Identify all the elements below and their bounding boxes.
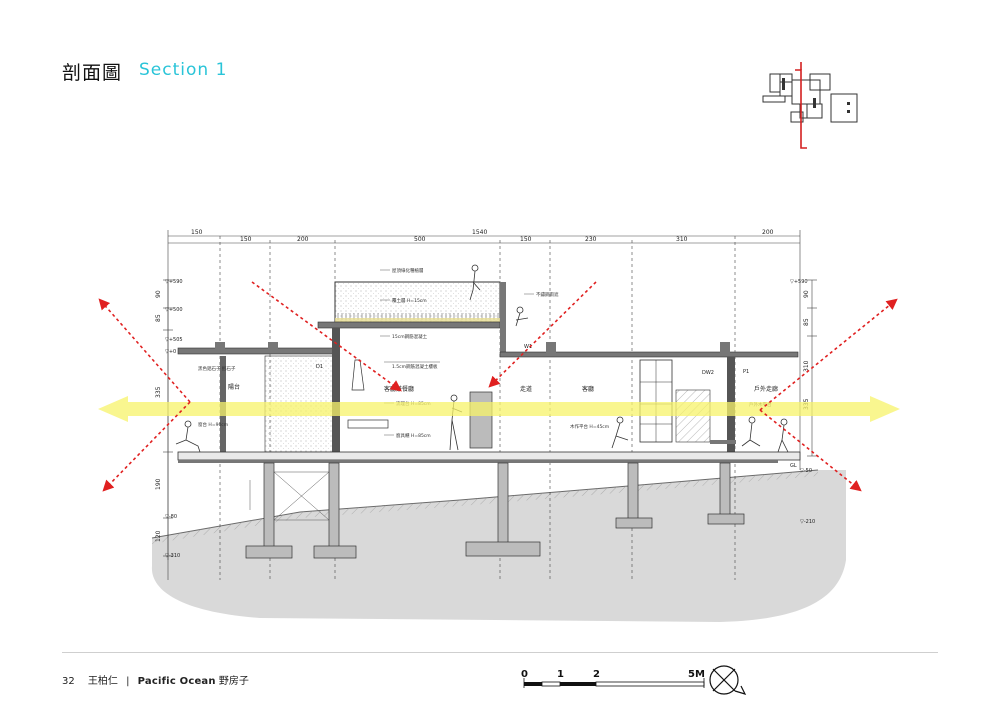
project-name-cn: 野房子 [218,676,249,687]
floor-slab [177,451,801,461]
door-tag: DW2 [702,370,714,376]
room-label: 戶外走廊 [754,385,778,393]
room-label: 客廳 [582,385,594,393]
level-mark: ▽+590 [165,279,183,285]
note: 窗台 H=90cm [198,421,228,428]
note: 木作平台 H=45cm [570,423,609,430]
north-arrow-icon [709,665,747,695]
note: 廚具櫃 H=85cm [396,432,431,439]
level-mark: ▽+590 [790,279,808,285]
door-tag: W1 [524,344,532,350]
door-tag: D1 [316,364,323,370]
keyplan-icon [762,62,858,149]
note: 覆土層 H=15cm [392,297,427,304]
dim-text: 310 [676,236,688,243]
left-roof-slab [177,347,339,355]
dim-text: 1540 [472,229,487,236]
airflow-arrow [98,396,900,422]
page-number: 32 [62,676,75,687]
wind-arrows [98,281,898,492]
note: 黑色鋁石子 抿石子 [198,365,236,372]
room-label: 陽台 [228,383,240,391]
level-mark: GL [790,463,797,469]
scale-bar [523,678,705,688]
page-title: 剖面圖 [62,62,123,84]
footer: 32 王柏仁 | Pacific Ocean 野房子 [62,672,249,687]
scale-label: 2 [593,669,600,680]
dim-text: 150 [240,236,252,243]
roof-slab [317,321,501,329]
scale-label: 1 [557,669,564,680]
dim-text: 230 [585,236,597,243]
dim-text: 150 [520,236,532,243]
level-mark: ▽-310 [165,553,180,559]
footer-separator: | [126,676,130,687]
project-name: Pacific Ocean [137,676,216,687]
dim-text: 500 [414,236,426,243]
page-subtitle: Section 1 [139,60,228,80]
dim-text: 310 [803,360,810,372]
right-roof-slab [499,351,799,358]
dim-text: 85 [155,314,162,322]
scale-label: 5M [688,669,705,680]
footer-divider [62,652,938,653]
scale-label: 0 [521,669,528,680]
note: 1.5cm鋼筋混凝土樓板 [392,363,438,370]
level-mark: ▽-50 [800,468,812,474]
dim-text: 200 [297,236,309,243]
level-mark: ▽-80 [165,514,177,520]
dim-text: 150 [191,229,203,236]
dim-text: 190 [155,478,162,490]
dim-text: 85 [803,318,810,326]
room-label: 走道 [520,385,532,393]
door-tag: P1 [743,369,749,375]
level-mark: ▽-210 [800,519,815,525]
level-mark: ▽+505 [165,337,183,343]
human-figure-icon [175,264,789,453]
dim-text: 90 [803,290,810,298]
green-roof-layer [335,312,500,322]
author-name: 王柏仁 [87,676,118,687]
dim-text: 335 [155,386,162,398]
dim-text: 200 [762,229,774,236]
note: 不鏽鋼雨遮 [536,291,559,298]
dim-text: 120 [155,530,162,542]
level-mark: ▽+500 [165,307,183,313]
note: 屋頂綠化種植層 [392,267,424,274]
level-mark: ▽+0 [165,349,176,355]
dim-text: 90 [155,290,162,298]
note: 15cm鋼筋混凝土 [392,333,428,340]
